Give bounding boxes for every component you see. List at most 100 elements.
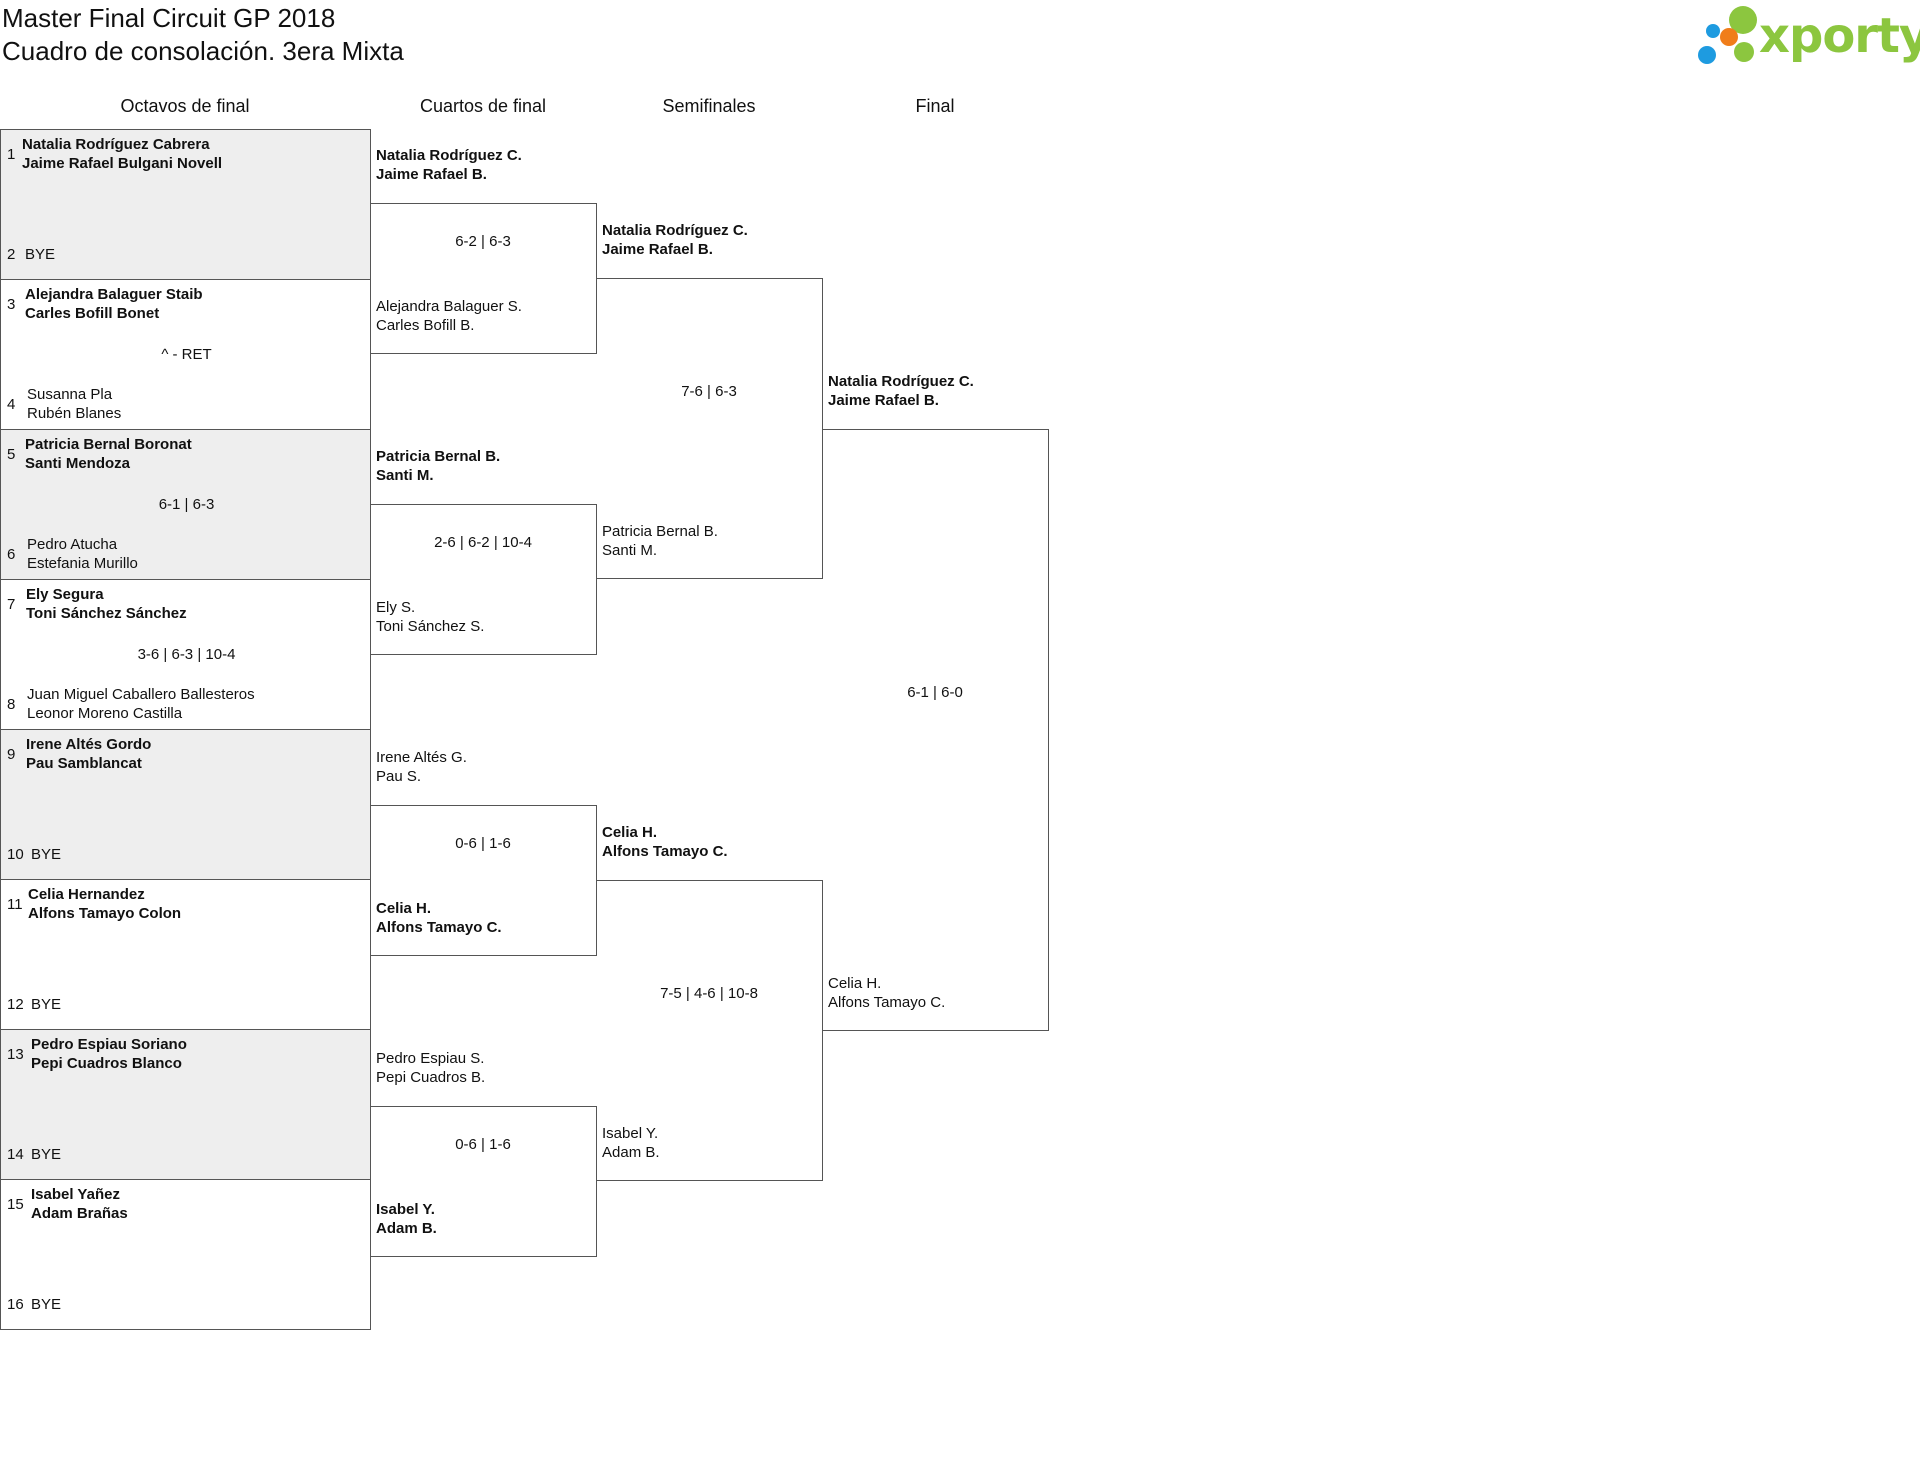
final-team-1-player-b: Jaime Rafael B. <box>828 392 939 409</box>
seed-number: 10 <box>7 846 24 863</box>
final-team-2-player-b: Alfons Tamayo C. <box>828 994 946 1011</box>
qf3-score: 0-6 | 1-6 <box>455 835 511 852</box>
sf2-team-1-player-a: Celia H. <box>602 824 658 841</box>
sf1-team-1-player-a: Natalia Rodríguez C. <box>602 222 748 239</box>
qf2-team-2-player-b: Toni Sánchez S. <box>376 618 485 635</box>
sf2-team-2-player-b: Adam B. <box>602 1144 660 1161</box>
r16-match-8: 15 Isabel Yañez Adam Brañas 16 BYE <box>0 1179 371 1330</box>
qf-bracket-4 <box>370 1106 597 1257</box>
qf1-team-1-player-b: Jaime Rafael B. <box>376 166 487 183</box>
logo-dot-blue-small <box>1706 24 1720 38</box>
xporty-logo: xporty <box>1694 0 1920 70</box>
r16-match-2: 3 Alejandra Balaguer Staib Carles Bofill… <box>0 279 371 430</box>
seed-number: 7 <box>7 596 16 613</box>
qf4-team-2-player-b: Adam B. <box>376 1220 437 1237</box>
seed-number: 11 <box>7 896 23 913</box>
r16-match-1: 1 Natalia Rodríguez Cabrera Jaime Rafael… <box>0 129 371 280</box>
sf1-team-2-player-a: Patricia Bernal B. <box>602 523 718 540</box>
team-1-player-a: Irene Altés Gordo <box>26 736 152 753</box>
seed-number: 13 <box>7 1046 24 1063</box>
round-header-sf: Semifinales <box>662 96 756 116</box>
team-1-player-b: Toni Sánchez Sánchez <box>26 605 187 622</box>
sf1-team-1-player-b: Jaime Rafael B. <box>602 241 713 258</box>
qf-bracket-2 <box>370 504 597 655</box>
seed-number: 9 <box>7 746 16 763</box>
seed-number: 4 <box>7 396 16 413</box>
seed-number: 2 <box>7 246 16 263</box>
sf-bracket-1 <box>596 278 823 579</box>
final-team-1-player-a: Natalia Rodríguez C. <box>828 373 974 390</box>
match-score: 3-6 | 6-3 | 10-4 <box>137 646 236 663</box>
sf2-team-1-player-b: Alfons Tamayo C. <box>602 843 728 860</box>
team-1-player-b: Carles Bofill Bonet <box>25 305 160 322</box>
team-2-player-a: Juan Miguel Caballero Ballesteros <box>27 686 255 703</box>
r16-match-5: 9 Irene Altés Gordo Pau Samblancat 10 BY… <box>0 729 371 880</box>
team-1-player-b: Pepi Cuadros Blanco <box>31 1055 182 1072</box>
round-header-qf: Cuartos de final <box>419 96 547 116</box>
seed-number: 15 <box>7 1196 24 1213</box>
qf3-team-2-player-b: Alfons Tamayo C. <box>376 919 502 936</box>
match-score: 6-1 | 6-3 <box>158 496 215 513</box>
round-header-r16: Octavos de final <box>120 96 250 116</box>
team-2-player-b: Leonor Moreno Castilla <box>27 705 183 722</box>
team-2-player-a: Susanna Pla <box>27 386 113 403</box>
team-2-player-a: BYE <box>31 996 62 1013</box>
qf2-team-1-player-b: Santi M. <box>376 467 434 484</box>
seed-number: 8 <box>7 696 16 713</box>
team-1-player-b: Alfons Tamayo Colon <box>28 905 182 922</box>
team-1-player-b: Santi Mendoza <box>25 455 131 472</box>
qf2-team-2-player-a: Ely S. <box>376 599 416 616</box>
title-line-2: Cuadro de consolación. 3era Mixta <box>2 36 404 66</box>
seed-number: 14 <box>7 1146 24 1163</box>
team-1-player-a: Alejandra Balaguer Staib <box>25 286 203 303</box>
final-team-2-player-a: Celia H. <box>828 975 882 992</box>
qf4-team-2-player-a: Isabel Y. <box>376 1201 435 1218</box>
qf4-team-1-player-b: Pepi Cuadros B. <box>376 1069 486 1086</box>
qf3-team-1-player-b: Pau S. <box>376 768 422 785</box>
team-2-player-a: BYE <box>31 846 62 863</box>
seed-number: 16 <box>7 1296 24 1313</box>
seed-number: 5 <box>7 446 16 463</box>
qf4-team-1-player-a: Pedro Espiau S. <box>376 1050 485 1067</box>
qf1-team-2-player-a: Alejandra Balaguer S. <box>376 298 522 315</box>
sf2-team-2-player-a: Isabel Y. <box>602 1125 659 1142</box>
team-2-player-a: Pedro Atucha <box>27 536 118 553</box>
title-line-1: Master Final Circuit GP 2018 <box>2 3 336 33</box>
team-1-player-a: Isabel Yañez <box>31 1186 120 1203</box>
team-1-player-b: Pau Samblancat <box>26 755 142 772</box>
qf1-score: 6-2 | 6-3 <box>455 233 511 250</box>
logo-text: xporty <box>1759 8 1920 64</box>
logo-dot-orange <box>1720 28 1738 46</box>
team-2-player-a: BYE <box>31 1146 62 1163</box>
sf1-team-2-player-b: Santi M. <box>602 542 658 559</box>
qf2-score: 2-6 | 6-2 | 10-4 <box>434 534 532 551</box>
qf2-team-1-player-a: Patricia Bernal B. <box>376 448 501 465</box>
final-score: 6-1 | 6-0 <box>907 684 963 701</box>
team-2-player-b: Estefania Murillo <box>27 555 138 572</box>
team-1-player-b: Adam Brañas <box>31 1205 128 1222</box>
r16-match-4: 7 Ely Segura Toni Sánchez Sánchez 3-6 | … <box>0 579 371 730</box>
logo-dot-blue-large <box>1698 46 1716 64</box>
team-1-player-a: Natalia Rodríguez Cabrera <box>22 136 210 153</box>
team-1-player-a: Celia Hernandez <box>28 886 145 903</box>
team-1-player-a: Pedro Espiau Soriano <box>31 1036 187 1053</box>
qf1-team-1-player-a: Natalia Rodríguez C. <box>376 147 522 164</box>
match-score: ^ - RET <box>161 346 212 363</box>
r16-match-7: 13 Pedro Espiau Soriano Pepi Cuadros Bla… <box>0 1029 371 1180</box>
team-1-player-a: Patricia Bernal Boronat <box>25 436 192 453</box>
team-2-player-a: BYE <box>25 246 56 263</box>
qf3-team-2-player-a: Celia H. <box>376 900 432 917</box>
team-1-player-b: Jaime Rafael Bulgani Novell <box>22 155 223 172</box>
qf1-team-2-player-b: Carles Bofill B. <box>376 317 475 334</box>
seed-number: 6 <box>7 546 16 563</box>
team-2-player-b: Rubén Blanes <box>27 405 122 422</box>
qf4-score: 0-6 | 1-6 <box>455 1136 511 1153</box>
sf2-score: 7-5 | 4-6 | 10-8 <box>660 985 758 1002</box>
round-header-final: Final <box>915 96 955 116</box>
seed-number: 1 <box>7 146 16 163</box>
qf3-team-1-player-a: Irene Altés G. <box>376 749 467 766</box>
sf1-score: 7-6 | 6-3 <box>681 383 737 400</box>
r16-match-6: 11 Celia Hernandez Alfons Tamayo Colon 1… <box>0 879 371 1030</box>
seed-number: 12 <box>7 996 24 1013</box>
seed-number: 3 <box>7 296 16 313</box>
